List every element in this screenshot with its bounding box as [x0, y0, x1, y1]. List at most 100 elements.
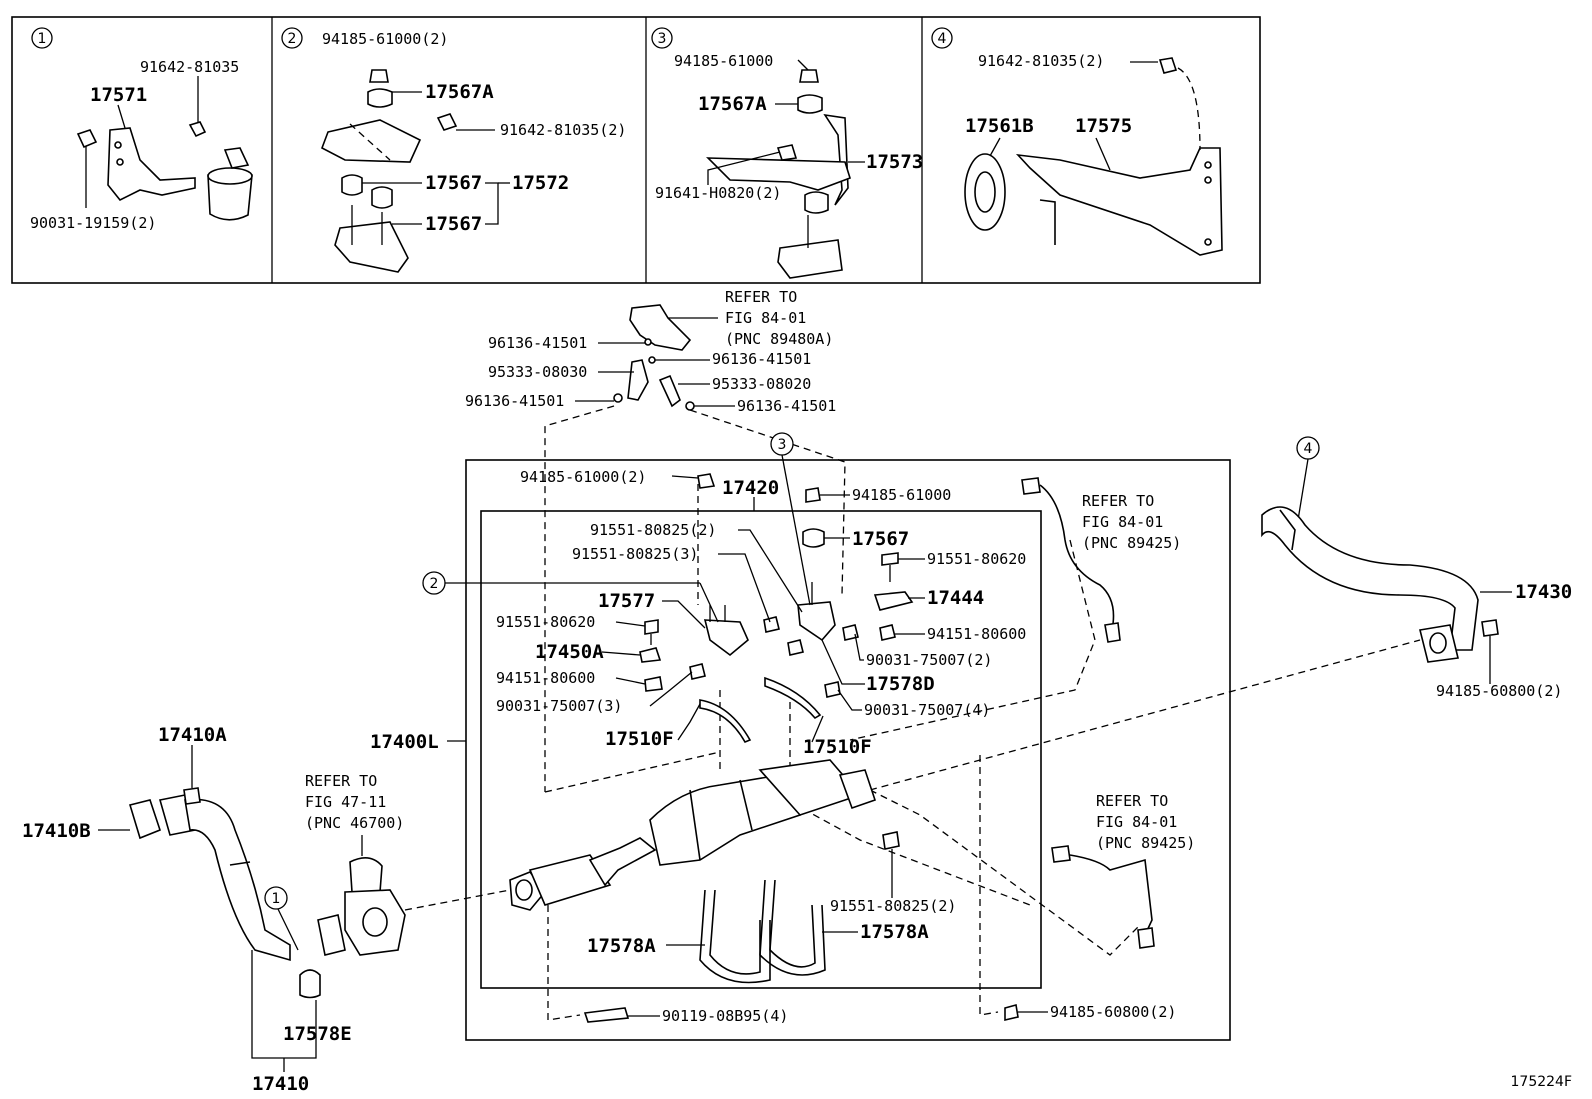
leader-line — [854, 633, 864, 661]
inset-number-4: 4 — [931, 27, 953, 49]
part-label-94151-80600: 94151-80600 — [927, 625, 1026, 643]
part-label-91642-81035: 91642-81035(2) — [978, 52, 1104, 70]
dashed-guide — [544, 751, 721, 793]
part-label-17567: 17567 — [425, 213, 482, 235]
part-label-17450A: 17450A — [535, 641, 604, 663]
inset-panels — [11, 16, 1261, 284]
svg-text:1: 1 — [272, 891, 281, 907]
front-pipe-drawing — [128, 787, 346, 999]
svg-text:FIG 84-01: FIG 84-01 — [725, 309, 806, 327]
leader-line — [615, 677, 646, 685]
svg-text:(PNC 89425): (PNC 89425) — [1082, 534, 1181, 552]
leader-line — [821, 639, 865, 685]
part-label-17430: 17430 — [1515, 581, 1572, 603]
part-label-17400L: 17400L — [370, 731, 439, 753]
oxygen-sensor-upper — [1021, 477, 1121, 643]
part-label-17567: 17567 — [425, 172, 482, 194]
dashed-guide — [979, 755, 999, 1016]
part-label-91642-81035: 91642-81035 — [140, 58, 239, 76]
part-label-17410A: 17410A — [158, 724, 227, 746]
leader-line — [671, 475, 699, 479]
inset-number-1: 1 — [31, 27, 53, 49]
leader-line — [649, 671, 693, 707]
leader-line — [781, 454, 811, 606]
leader-line — [601, 651, 641, 656]
leader-bracket — [485, 182, 499, 225]
part-label-17578A: 17578A — [587, 935, 656, 957]
part-label-17573: 17573 — [866, 151, 923, 173]
part-label-17578A: 17578A — [860, 921, 929, 943]
part-label-17572: 17572 — [512, 172, 569, 194]
leader-line — [662, 600, 706, 629]
inset2-mount-drawing — [321, 69, 458, 273]
svg-text:REFER TO: REFER TO — [1082, 492, 1154, 510]
callout-3: 3 — [770, 432, 794, 456]
part-label-17575: 17575 — [1075, 115, 1132, 137]
part-label-17567A: 17567A — [425, 81, 494, 103]
leader-line — [277, 908, 299, 951]
dashed-guide — [547, 905, 581, 1021]
svg-text:(PNC 89480A): (PNC 89480A) — [725, 330, 833, 348]
callout-2: 2 — [422, 571, 446, 595]
part-label-91641-H0820: 91641-H0820(2) — [655, 184, 781, 202]
leader-line — [797, 59, 809, 71]
inset3-mount-drawing — [706, 69, 851, 279]
leader-line — [1297, 458, 1309, 521]
svg-text:4: 4 — [1304, 441, 1313, 457]
part-label-95333-08030: 95333-08030 — [488, 363, 587, 381]
figure-number: 175224F — [1511, 1074, 1573, 1090]
leader-line — [989, 137, 1001, 157]
part-label-96136-41501: 96136-41501 — [488, 334, 587, 352]
leader-line — [615, 621, 646, 627]
part-label-17567: 17567 — [852, 528, 909, 550]
egr-valve-drawing — [344, 857, 406, 956]
part-label-94185-61000: 94185-61000(2) — [322, 30, 448, 48]
part-label-17444: 17444 — [927, 587, 984, 609]
part-label-17578E: 17578E — [283, 1023, 352, 1045]
part-label-91551-80825: 91551-80825(2) — [590, 521, 716, 539]
part-label-90119-08B95: 90119-08B95(4) — [662, 1007, 788, 1025]
part-label-94185-61000: 94185-61000 — [674, 52, 773, 70]
part-label-17578D: 17578D — [866, 673, 935, 695]
part-label-17510F: 17510F — [605, 728, 674, 750]
part-label-94185-60800: 94185-60800(2) — [1050, 1003, 1176, 1021]
leader-line — [718, 553, 771, 623]
part-label-94185-61000: 94185-61000 — [852, 486, 951, 504]
leader-line — [837, 689, 862, 711]
callout-4: 4 — [1296, 436, 1320, 460]
dashed-guide — [1177, 67, 1201, 151]
svg-text:3: 3 — [778, 437, 787, 453]
tail-pipe-drawing — [1261, 506, 1499, 663]
inset4-hanger-drawing — [964, 57, 1223, 256]
dashed-guide — [404, 889, 511, 911]
part-label-17420: 17420 — [722, 477, 779, 499]
svg-text:REFER TO: REFER TO — [305, 772, 377, 790]
svg-text:1: 1 — [38, 31, 47, 47]
svg-text:FIG 84-01: FIG 84-01 — [1096, 813, 1177, 831]
svg-text:FIG 47-11: FIG 47-11 — [305, 793, 386, 811]
part-label-96136-41501: 96136-41501 — [465, 392, 564, 410]
dashed-guide — [869, 789, 1141, 956]
svg-text:(PNC 46700): (PNC 46700) — [305, 814, 404, 832]
catalytic-converter-drawing — [509, 759, 877, 911]
u-bolt-clamps — [699, 879, 826, 984]
leader-line — [677, 703, 701, 741]
part-label-94185-60800: 94185-60800(2) — [1436, 682, 1562, 700]
inset-number-3: 3 — [651, 27, 673, 49]
oxygen-sensor-lower — [1051, 845, 1155, 949]
part-label-90031-19159: 90031-19159(2) — [30, 214, 156, 232]
vsv-drawing — [613, 304, 695, 411]
dashed-guide — [689, 409, 846, 596]
svg-text:3: 3 — [658, 31, 667, 47]
part-label-91551-80620: 91551-80620 — [496, 613, 595, 631]
svg-text:4: 4 — [938, 31, 947, 47]
dashed-guide — [849, 539, 1096, 741]
part-label-96136-41501: 96136-41501 — [737, 397, 836, 415]
ref-note-egr: REFER TO FIG 47-11 (PNC 46700) — [305, 772, 404, 832]
part-label-17510F: 17510F — [803, 736, 872, 758]
svg-text:(PNC 89425): (PNC 89425) — [1096, 834, 1195, 852]
part-label-17571: 17571 — [90, 84, 147, 106]
part-label-90031-75007: 90031-75007(3) — [496, 697, 622, 715]
part-label-90031-75007: 90031-75007(4) — [864, 701, 990, 719]
ref-note-o2-lower: REFER TO FIG 84-01 (PNC 89425) — [1096, 792, 1195, 852]
